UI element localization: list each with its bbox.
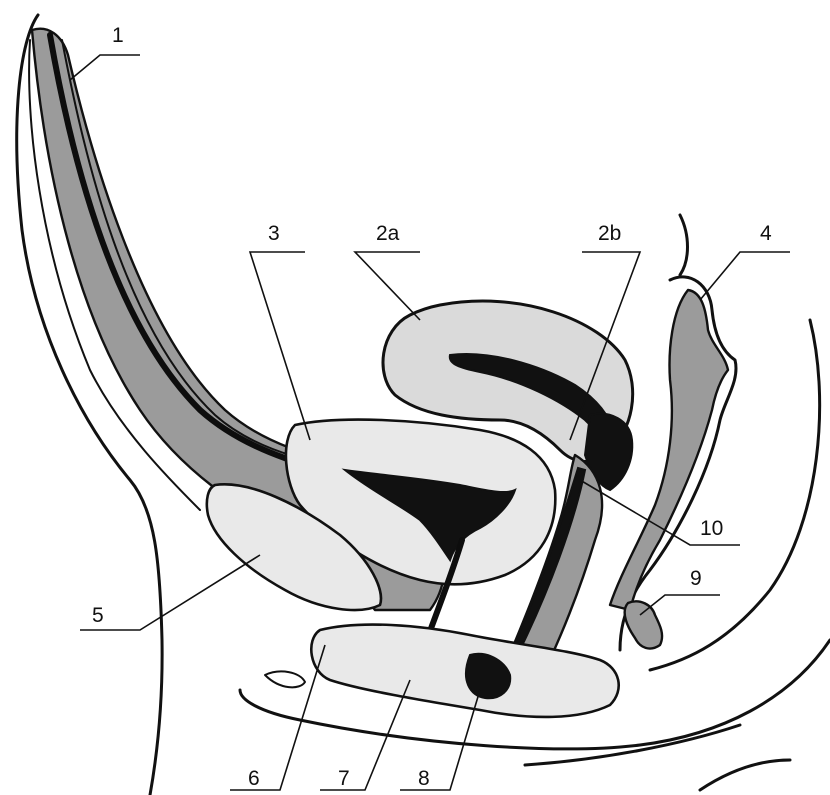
leader-6 (230, 645, 325, 790)
label-5: 5 (92, 604, 104, 627)
label-2a: 2a (376, 222, 400, 245)
label-6: 6 (248, 767, 260, 790)
label-2b: 2b (598, 222, 621, 245)
leader-5 (80, 555, 260, 630)
leader-1 (70, 55, 140, 80)
perineal-body (311, 625, 618, 717)
lower-buttock-line (700, 760, 790, 790)
label-7: 7 (338, 767, 350, 790)
label-8: 8 (418, 767, 430, 790)
label-9: 9 (690, 567, 702, 590)
leader-2a (355, 252, 420, 320)
body-outline-front (680, 215, 688, 275)
label-1: 1 (112, 24, 124, 47)
leader-3 (250, 252, 310, 440)
label-4: 4 (760, 222, 772, 245)
labium (625, 601, 662, 648)
label-3: 3 (268, 222, 280, 245)
skin-fold (265, 671, 305, 687)
label-10: 10 (700, 517, 723, 540)
leader-4 (700, 252, 790, 300)
